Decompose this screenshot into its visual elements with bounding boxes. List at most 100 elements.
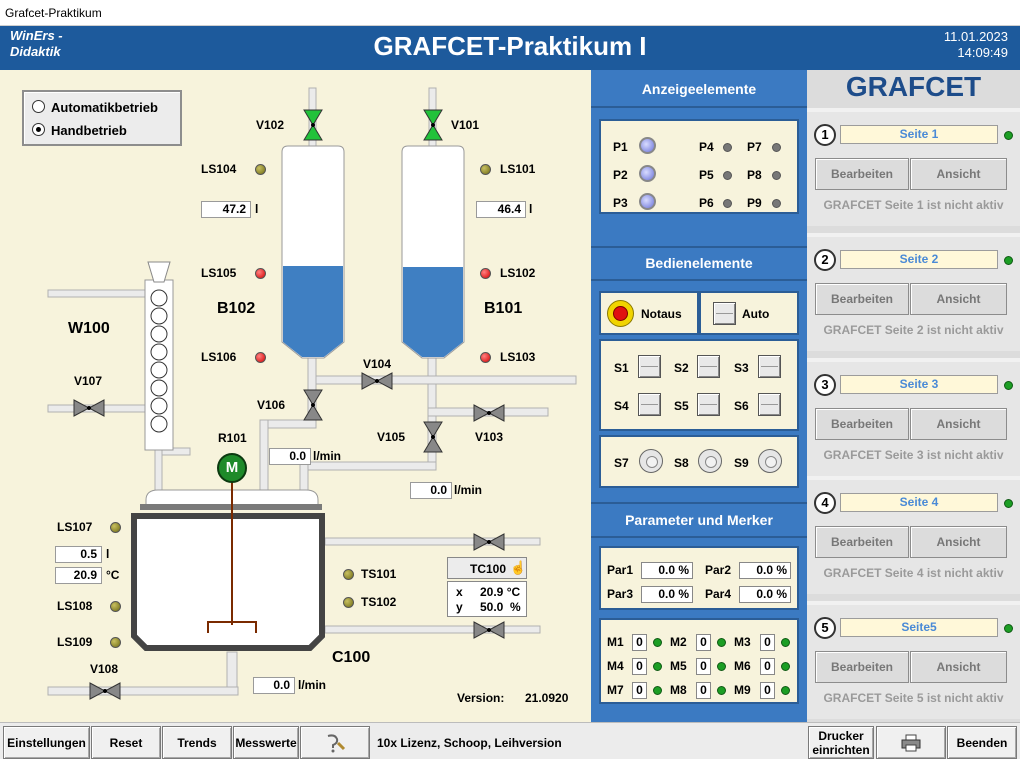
valve-v105-icon[interactable] xyxy=(422,420,444,454)
valve-v108-icon[interactable] xyxy=(88,681,122,701)
marker-m8-label: M8 xyxy=(670,683,687,697)
lamp-p3 xyxy=(639,193,656,210)
valve-cooling-top-icon[interactable] xyxy=(472,532,506,552)
b101-level-unit: l xyxy=(529,202,533,216)
valve-v103-icon[interactable] xyxy=(472,403,506,423)
auto-switch[interactable] xyxy=(713,302,736,325)
b102-level-unit: l xyxy=(255,202,259,216)
emergency-stop-icon xyxy=(607,300,634,327)
notaus-button[interactable]: Notaus xyxy=(599,291,699,335)
valve-v104-label: V104 xyxy=(363,357,392,371)
button-s8[interactable] xyxy=(698,449,722,473)
marker-m1-led xyxy=(653,638,662,647)
button-s9[interactable] xyxy=(758,449,782,473)
sensor-ts102-led xyxy=(343,597,354,608)
help-button[interactable] xyxy=(300,726,370,759)
plant-view: M R101 V102 V101 V104 V106 V105 V103 V10… xyxy=(0,70,591,722)
valve-v102-icon[interactable] xyxy=(302,108,324,142)
params-heading: Parameter und Merker xyxy=(625,512,773,528)
lamp-p7 xyxy=(772,143,781,152)
mode-manual-radio[interactable] xyxy=(32,123,45,136)
valve-cooling-bottom-icon[interactable] xyxy=(472,620,506,640)
motor-r101-icon[interactable]: M xyxy=(217,453,247,483)
measurements-button[interactable]: Messwerte xyxy=(233,726,299,759)
valve-v104-icon[interactable] xyxy=(360,371,394,391)
page-3-led xyxy=(1004,381,1013,390)
c100-level-unit: l xyxy=(106,547,110,561)
param-3-field[interactable]: 0.0 % xyxy=(641,586,693,603)
mode-automatic-radio[interactable] xyxy=(32,100,45,113)
param-2-field[interactable]: 0.0 % xyxy=(739,562,791,579)
page-3-edit-button[interactable]: Bearbeiten xyxy=(815,408,909,440)
marker-m9-value: 0 xyxy=(760,682,775,699)
lamp-p4-label: P4 xyxy=(699,140,714,154)
param-4-label: Par4 xyxy=(705,587,732,601)
page-2-edit-button[interactable]: Bearbeiten xyxy=(815,283,909,315)
page-2-number: 2 xyxy=(814,249,836,271)
page-title: GRAFCET-Praktikum I xyxy=(373,31,647,61)
help-pointer-icon xyxy=(327,733,346,752)
marker-m8-led xyxy=(717,686,726,695)
switch-s2[interactable] xyxy=(697,355,720,378)
switch-s6[interactable] xyxy=(758,393,781,416)
switch-s5[interactable] xyxy=(697,393,720,416)
valve-v107-icon[interactable] xyxy=(72,398,106,418)
lamp-p7-label: P7 xyxy=(747,140,762,154)
markers-panel: M1 0 M2 0 M3 0 M4 0 M5 0 M6 0 M7 0 M8 0 … xyxy=(599,618,799,704)
marker-m9-led xyxy=(781,686,790,695)
button-s7[interactable] xyxy=(639,449,663,473)
display-panel: P1 P2 P3 P4 P5 P6 P7 P8 P9 xyxy=(599,119,799,214)
mode-manual-option[interactable]: Handbetrieb xyxy=(24,120,180,138)
marker-m4-label: M4 xyxy=(607,659,624,673)
c100-temp-value: 20.9 xyxy=(55,567,102,584)
param-1-label: Par1 xyxy=(607,563,634,577)
b101-level-value: 46.4 xyxy=(476,201,526,218)
page-4-number: 4 xyxy=(814,492,836,514)
page-4-edit-button[interactable]: Bearbeiten xyxy=(815,526,909,558)
marker-m2-label: M2 xyxy=(670,635,687,649)
auto-button[interactable]: Auto xyxy=(699,291,799,335)
tc100-x-label: x xyxy=(456,585,463,599)
page-4-status: GRAFCET Seite 4 ist nicht aktiv xyxy=(823,566,1004,580)
param-4-field[interactable]: 0.0 % xyxy=(739,586,791,603)
bottom-toolbar: Einstellungen Reset Trends Messwerte 10x… xyxy=(0,722,1020,759)
page-3-view-button[interactable]: Ansicht xyxy=(910,408,1007,440)
valve-v101-icon[interactable] xyxy=(422,108,444,142)
display-heading: Anzeigeelemente xyxy=(641,81,757,97)
page-4-view-button[interactable]: Ansicht xyxy=(910,526,1007,558)
controls-heading: Bedienelemente xyxy=(645,255,753,271)
page-1-name: Seite 1 xyxy=(840,125,998,144)
page-1-edit-button[interactable]: Bearbeiten xyxy=(815,158,909,190)
tc100-button[interactable]: TC100 ☝ xyxy=(447,557,527,579)
grafcet-panel: GRAFCET 1 Seite 1 Bearbeiten Ansicht GRA… xyxy=(807,70,1020,722)
brand-line-2: Didaktik xyxy=(10,44,61,59)
trends-button[interactable]: Trends xyxy=(162,726,232,759)
sensor-ls101-label: LS101 xyxy=(500,162,536,176)
page-5-edit-button[interactable]: Bearbeiten xyxy=(815,651,909,683)
switch-s3[interactable] xyxy=(758,355,781,378)
switch-s1[interactable] xyxy=(638,355,661,378)
page-5-name: Seite5 xyxy=(840,618,998,637)
page-1-view-button[interactable]: Ansicht xyxy=(910,158,1007,190)
printer-setup-button[interactable]: Drucker einrichten xyxy=(808,726,874,759)
valve-v106-icon[interactable] xyxy=(302,388,324,422)
valve-v106-label: V106 xyxy=(257,398,286,412)
mode-automatic-label: Automatikbetrieb xyxy=(51,100,158,115)
sensor-ls102-label: LS102 xyxy=(500,266,536,280)
switch-s4[interactable] xyxy=(638,393,661,416)
grafcet-title: GRAFCET xyxy=(845,71,982,102)
marker-m1-label: M1 xyxy=(607,635,624,649)
tc100-x-value: 20.9 °C xyxy=(480,585,521,599)
switch-s4-label: S4 xyxy=(614,399,629,413)
reset-button[interactable]: Reset xyxy=(91,726,161,759)
print-button[interactable] xyxy=(876,726,946,759)
page-2-view-button[interactable]: Ansicht xyxy=(910,283,1007,315)
mode-automatic-option[interactable]: Automatikbetrieb xyxy=(24,98,180,116)
page-5-view-button[interactable]: Ansicht xyxy=(910,651,1007,683)
sensor-ls104-label: LS104 xyxy=(201,162,237,176)
exit-button[interactable]: Beenden xyxy=(947,726,1017,759)
valve-v107-label: V107 xyxy=(74,374,103,388)
lamp-p9 xyxy=(772,199,781,208)
settings-button[interactable]: Einstellungen xyxy=(3,726,90,759)
param-1-field[interactable]: 0.0 % xyxy=(641,562,693,579)
